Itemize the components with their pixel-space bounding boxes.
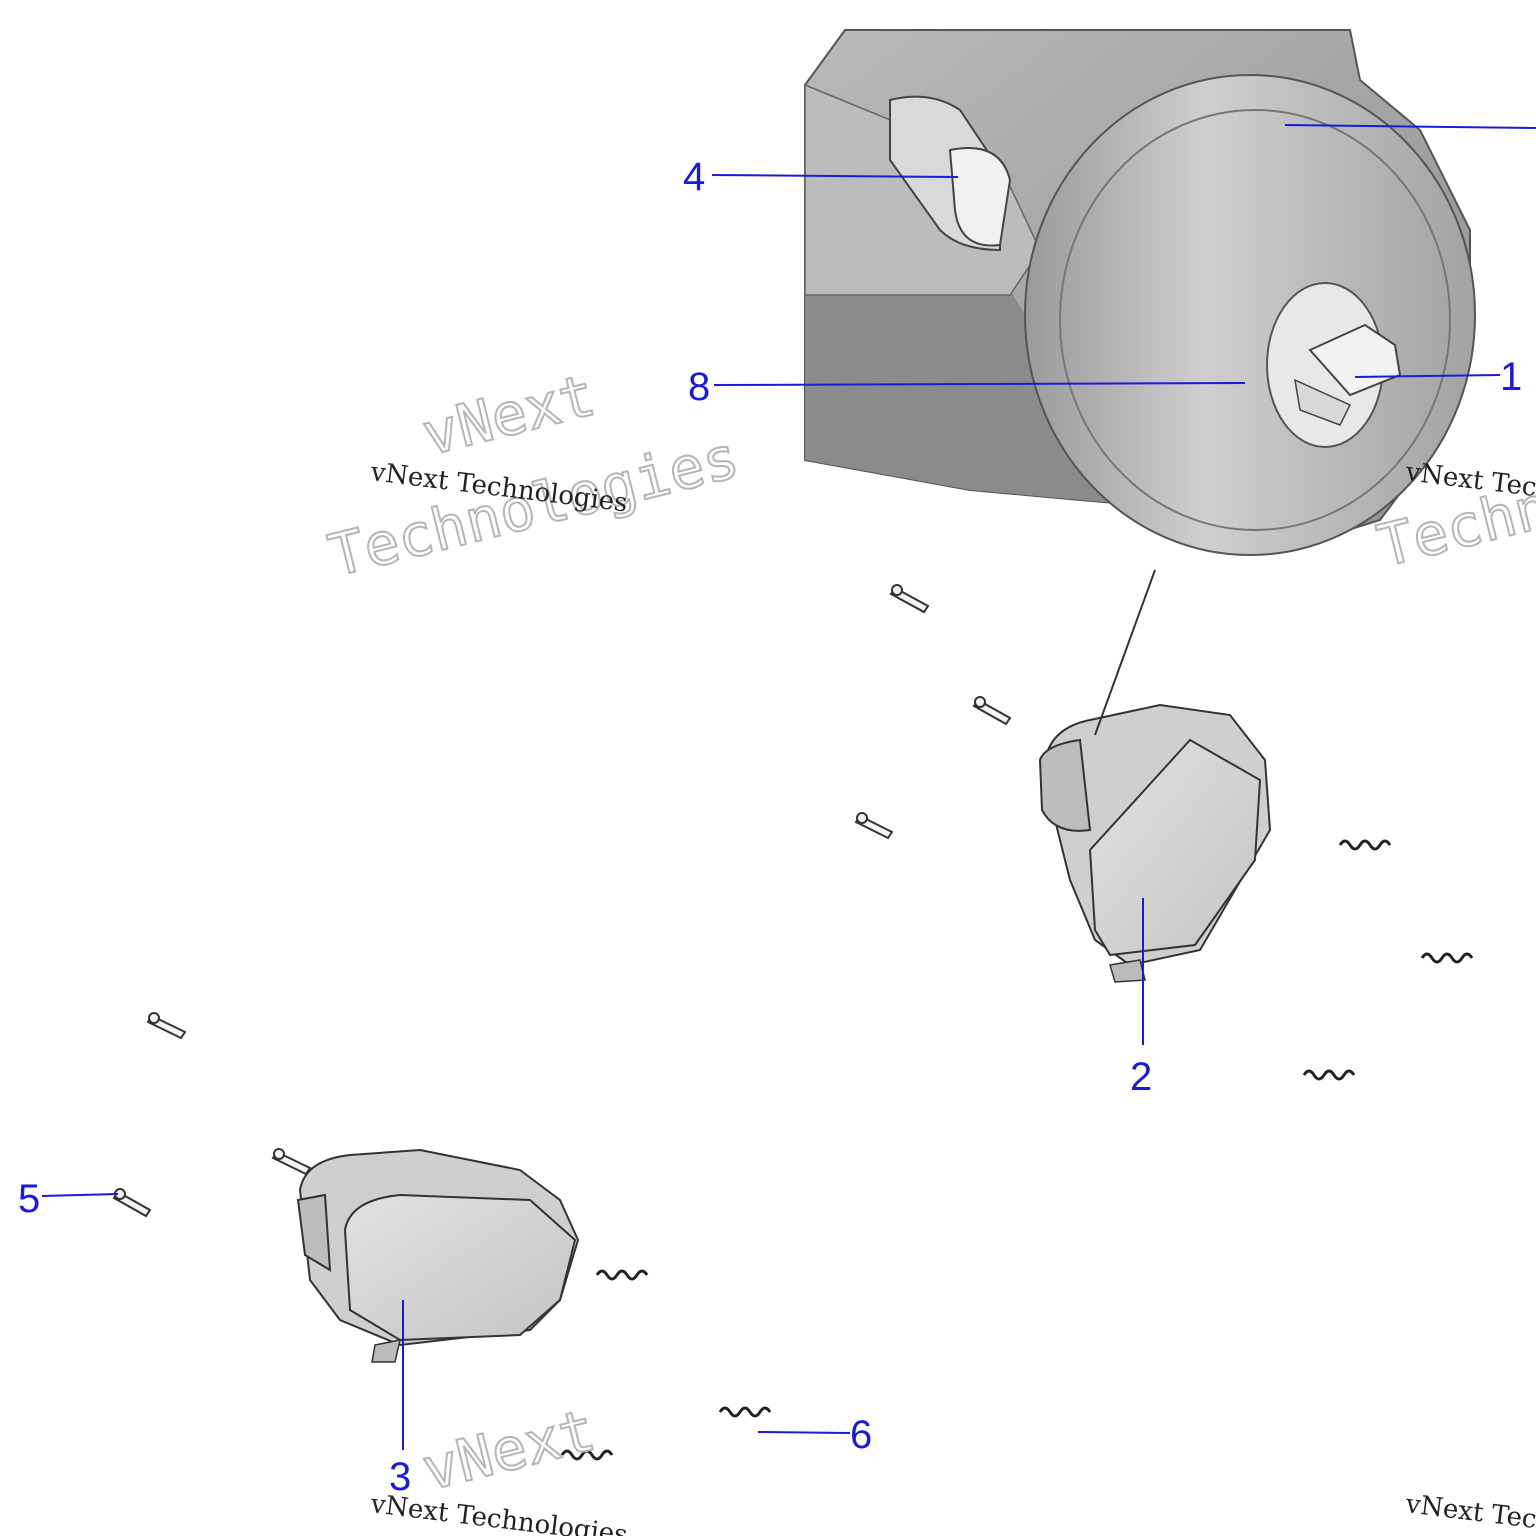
spring bbox=[595, 1269, 649, 1281]
headlamp-right bbox=[1038, 569, 1272, 983]
leader-lines bbox=[41, 124, 1536, 1450]
watermark-caption: vNext Technologies bbox=[1403, 1489, 1536, 1536]
spring bbox=[718, 1406, 772, 1418]
callout-4: 4 bbox=[683, 155, 705, 199]
spring bbox=[1302, 1069, 1356, 1081]
watermark-caption: vNext Technologies bbox=[368, 1489, 629, 1536]
headlight-housing-assembly bbox=[804, 29, 1476, 556]
callout-3: 3 bbox=[389, 1455, 411, 1499]
callout-1: 1 bbox=[1500, 355, 1522, 399]
watermark-brand: vNext bbox=[416, 1396, 602, 1504]
callout-2: 2 bbox=[1130, 1055, 1152, 1099]
spring-group bbox=[560, 839, 1474, 1461]
callout-labels: 1 2 3 4 5 6 8 bbox=[18, 155, 1522, 1499]
screw-group bbox=[112, 584, 1012, 1218]
spring bbox=[1420, 952, 1474, 964]
spring bbox=[560, 1449, 614, 1461]
watermark-brand: vNext bbox=[416, 361, 602, 469]
callout-5: 5 bbox=[18, 1177, 40, 1221]
callout-6: 6 bbox=[850, 1413, 872, 1457]
headlamp-left bbox=[296, 1148, 580, 1363]
spring bbox=[1338, 839, 1392, 851]
callout-8: 8 bbox=[688, 365, 710, 409]
